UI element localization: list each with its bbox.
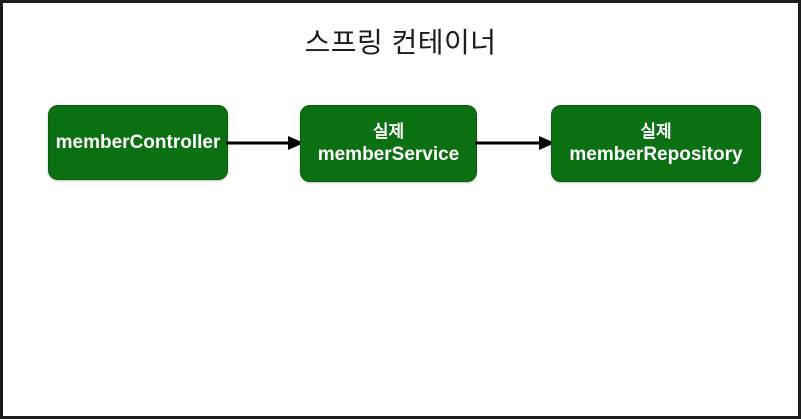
node-member-service[interactable]: 실제 memberService [300,105,477,182]
page-title: 스프링 컨테이너 [304,27,497,58]
node-member-controller[interactable]: memberController [48,105,228,180]
node-member-controller-label: memberController [55,131,221,153]
node-member-repository-sublabel: 실제 [640,121,672,141]
arrow-service-to-repository [475,133,555,153]
node-member-service-sublabel: 실제 [372,121,405,141]
node-member-repository-label: memberRepository [569,143,743,165]
arrow-controller-to-service [226,133,304,153]
node-member-service-label: memberService [317,143,460,165]
node-member-repository[interactable]: 실제 memberRepository [551,105,761,182]
diagram-canvas: 스프링 컨테이너 memberController 실제 memberServi… [5,5,796,414]
